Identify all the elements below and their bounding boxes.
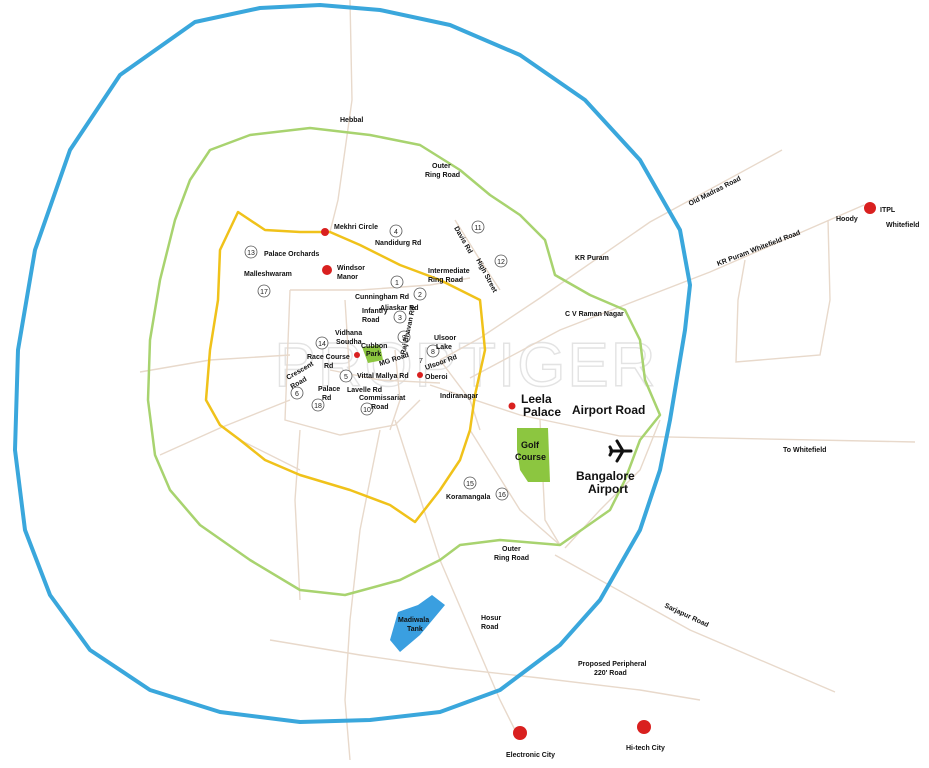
red-dot-icon	[637, 720, 651, 734]
watermark: PROPTIGER	[274, 331, 657, 400]
label-kr-puram: KR Puram	[575, 255, 609, 262]
label-indiranagar: Indiranagar	[440, 393, 478, 400]
label-vittal-mallya-rd: Vittal Mallya Rd	[357, 373, 409, 380]
marker-9: 9	[402, 335, 406, 342]
label-outer-ring-n-1: Outer	[432, 163, 451, 170]
red-dot-icon	[417, 372, 423, 378]
label-malleshwaram: Malleshwaram	[244, 271, 292, 278]
label-cubbon-2: Park	[366, 351, 381, 358]
label-nandidurg-rd: Nandidurg Rd	[375, 240, 421, 247]
label-cunningham-rd: Cunningham Rd	[355, 294, 409, 301]
label-madiwala-1: Madiwala	[398, 617, 429, 624]
label-leela-2: Palace	[523, 405, 561, 419]
numbered-marker-labels: 4 11 12 13 17 1 2 3 9 14 8 5 6 18 10 15 …	[247, 225, 506, 499]
label-cubbon-1: Cubbon	[361, 343, 387, 350]
label-commissariat-1: Commissariat	[359, 395, 406, 402]
label-ulsoor-lake-1: Ulsoor	[434, 335, 456, 342]
label-intermediate-ring-1: Intermediate	[428, 268, 470, 275]
outer-ring-road	[146, 126, 662, 597]
marker-3: 3	[398, 315, 402, 322]
label-proposed-peripheral-2: 220' Road	[594, 670, 627, 677]
label-palace-rd-2: Rd	[322, 395, 331, 402]
label-sarjapur-road: Sarjapur Road	[663, 602, 709, 629]
label-hitech-city: Hi-tech City	[626, 745, 665, 752]
marker-7: 7	[419, 358, 423, 365]
label-palace-orchards: Palace Orchards	[264, 251, 319, 258]
label-kr-puram-whitefield-road: KR Puram Whitefield Road	[716, 230, 801, 268]
label-leela-1: Leela	[521, 392, 552, 406]
label-oberoi: Oberoi	[425, 374, 448, 381]
label-aliaskar-rd: Aliaskar Rd	[380, 305, 419, 312]
inner-ring-road	[204, 210, 487, 524]
madiwala-tank	[390, 595, 445, 652]
label-vidhana-1: Vidhana	[335, 330, 362, 337]
label-madiwala-2: Tank	[407, 626, 423, 633]
label-hoody: Hoody	[836, 216, 858, 223]
label-airport-road: Airport Road	[572, 403, 645, 417]
airplane-icon	[608, 439, 633, 463]
marker-14: 14	[318, 341, 326, 348]
label-old-madras-road: Old Madras Road	[688, 175, 742, 207]
label-windsor-2: Manor	[337, 274, 358, 281]
label-davis-rd: Davis Rd	[452, 226, 473, 255]
label-to-whitefield: To Whitefield	[783, 447, 826, 454]
red-dot-icon	[322, 265, 332, 275]
marker-10: 10	[363, 407, 371, 414]
red-dot-icon	[354, 352, 360, 358]
label-mekhri-circle: Mekhri Circle	[334, 224, 378, 231]
label-airport-1: Bangalore	[576, 469, 635, 483]
marker-12: 12	[497, 259, 505, 266]
red-dot-icon	[513, 726, 527, 740]
marker-15: 15	[466, 481, 474, 488]
marker-4: 4	[394, 229, 398, 236]
label-lavelle-rd: Lavelle Rd	[347, 387, 382, 394]
label-airport-2: Airport	[588, 482, 628, 496]
label-infantry-1: Infantry	[362, 308, 388, 315]
numbered-markers	[244, 220, 509, 501]
peripheral-ring-road	[13, 3, 692, 724]
label-commissariat-2: Road	[371, 404, 389, 411]
label-hosur-2: Road	[481, 624, 499, 631]
marker-11: 11	[474, 225, 481, 232]
label-ulsoor-lake-2: Lake	[436, 344, 452, 351]
marker-13: 13	[247, 250, 255, 257]
label-itpl: ITPL	[880, 207, 896, 214]
landmark-dots	[321, 202, 876, 740]
red-dot-icon	[508, 402, 516, 410]
label-electronic-city: Electronic City	[506, 752, 555, 759]
label-outer-ring-n-2: Ring Road	[425, 172, 460, 179]
label-whitefield: Whitefield	[886, 222, 919, 229]
red-dot-icon	[321, 228, 329, 236]
marker-16: 16	[498, 492, 506, 499]
label-golf-1: Golf	[521, 440, 540, 450]
label-palace-rd-1: Palace	[318, 386, 340, 393]
cubbon-park	[362, 345, 383, 363]
label-proposed-peripheral-1: Proposed Peripheral	[578, 661, 647, 668]
marker-2: 2	[418, 292, 422, 299]
marker-6: 6	[295, 391, 299, 398]
marker-5: 5	[344, 374, 348, 381]
label-golf-2: Course	[515, 452, 546, 462]
place-labels: Hebbal Outer Ring Road Old Madras Road I…	[244, 117, 919, 759]
label-koramangala: Koramangala	[446, 494, 490, 501]
golf-course	[517, 428, 550, 482]
label-race-course-2: Rd	[324, 363, 333, 370]
label-high-street: High Street	[474, 258, 498, 295]
label-hosur-1: Hosur	[481, 615, 502, 622]
label-windsor-1: Windsor	[337, 265, 365, 272]
label-cv-raman-nagar: C V Raman Nagar	[565, 311, 624, 318]
marker-18: 18	[314, 403, 322, 410]
label-race-course-1: Race Course	[307, 354, 350, 361]
label-infantry-2: Road	[362, 317, 380, 324]
label-outer-ring-s-1: Outer	[502, 546, 521, 553]
label-vidhana-2: Soudha	[336, 339, 362, 346]
marker-1: 1	[395, 280, 399, 287]
label-outer-ring-s-2: Ring Road	[494, 555, 529, 562]
label-hebbal: Hebbal	[340, 117, 363, 124]
red-dot-icon	[864, 202, 876, 214]
marker-17: 17	[260, 289, 268, 296]
label-intermediate-ring-2: Ring Road	[428, 277, 463, 284]
marker-8: 8	[431, 349, 435, 356]
